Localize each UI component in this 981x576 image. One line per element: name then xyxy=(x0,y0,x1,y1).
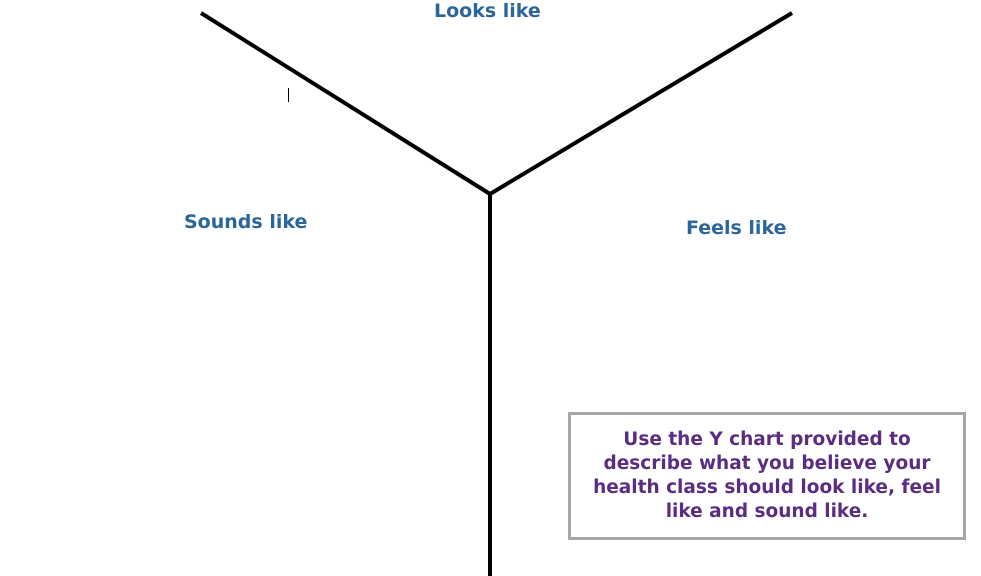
looks-like-label: Looks like xyxy=(434,0,541,22)
sounds-like-label: Sounds like xyxy=(184,211,308,233)
y-chart-left-arm xyxy=(199,11,492,196)
y-chart-right-arm xyxy=(488,11,794,196)
instruction-box: Use the Y chart provided to describe wha… xyxy=(568,412,966,540)
instruction-text: Use the Y chart provided to describe wha… xyxy=(593,429,941,522)
feels-like-label: Feels like xyxy=(686,217,787,239)
